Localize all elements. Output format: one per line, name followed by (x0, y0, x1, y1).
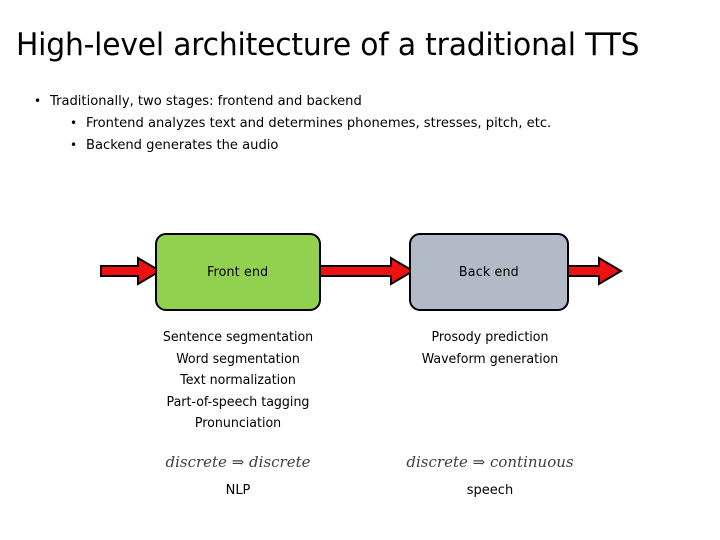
bullet-marker-icon: • (70, 138, 78, 152)
bullet-item-2: • Frontend analyzes text and determines … (70, 112, 694, 134)
frontend-detail-item: Part-of-speech tagging (166, 394, 310, 410)
frontend-detail-item: Pronunciation (194, 416, 282, 431)
frontend-domain-label: NLP (225, 483, 251, 498)
frontend-stage-label: Front end (207, 264, 269, 280)
backend-stage-label: Back end (459, 264, 519, 280)
input-arrow-icon (100, 256, 162, 286)
bullet-item-1: • Traditionally, two stages: frontend an… (34, 90, 694, 112)
bullet-item-2-text: Frontend analyzes text and determines ph… (86, 115, 552, 131)
page-title: High-level architecture of a traditional… (16, 27, 640, 63)
frontend-stage-box[interactable]: Front end (155, 233, 321, 311)
frontend-detail-item: Text normalization (180, 373, 296, 388)
bullet-item-3-text: Backend generates the audio (86, 137, 279, 153)
backend-stage-box[interactable]: Back end (409, 233, 569, 311)
bullet-item-3: • Backend generates the audio (70, 134, 694, 156)
backend-domain-label: speech (466, 483, 514, 498)
frontend-mapping-annotation: discrete ⇒ discrete (165, 453, 311, 471)
backend-detail-item: Prosody prediction (431, 330, 549, 345)
bullet-item-1-text: Traditionally, two stages: frontend and … (50, 93, 362, 109)
frontend-detail-list: Sentence segmentation Word segmentation … (118, 327, 358, 435)
frontend-to-backend-arrow-icon (315, 256, 415, 286)
frontend-detail-item: Word segmentation (176, 351, 300, 367)
bullet-marker-icon: • (70, 116, 78, 130)
bullet-marker-icon: • (34, 94, 42, 108)
output-arrow-icon (563, 256, 623, 286)
backend-detail-list: Prosody prediction Waveform generation (390, 327, 590, 370)
frontend-detail-item: Sentence segmentation (162, 330, 314, 345)
bullet-list: • Traditionally, two stages: frontend an… (34, 90, 694, 156)
backend-mapping-annotation: discrete ⇒ continuous (406, 453, 574, 471)
backend-detail-item: Waveform generation (421, 351, 559, 367)
